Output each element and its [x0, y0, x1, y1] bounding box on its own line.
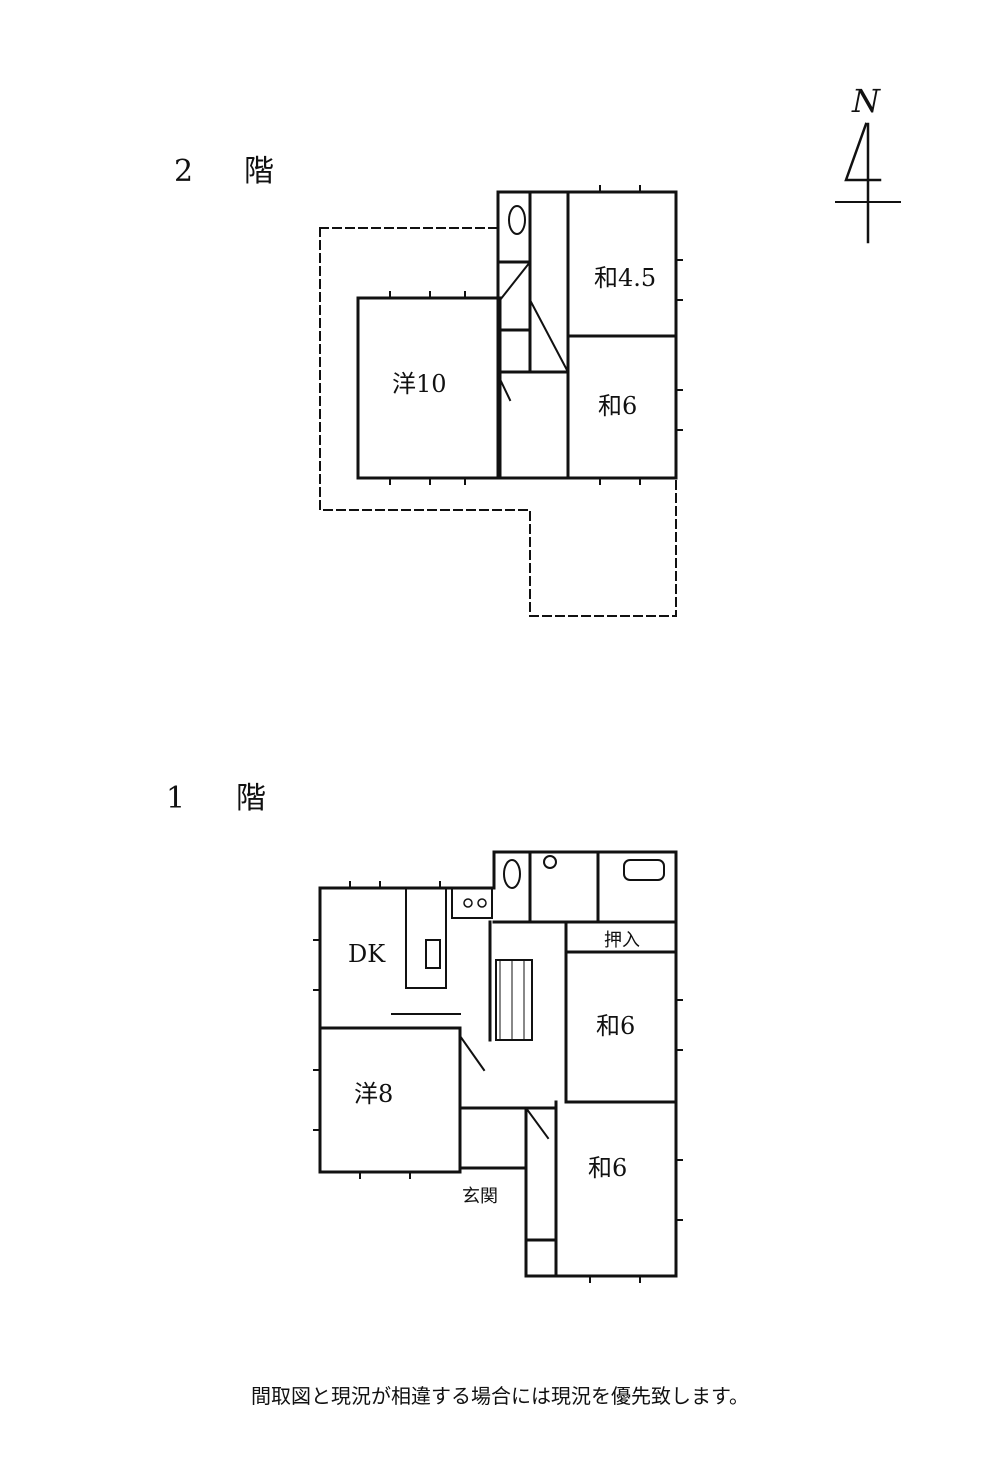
room-label-dk: DK [348, 940, 386, 968]
washbasin-icon [543, 855, 557, 869]
room-label-japanese-6-south: 和6 [588, 1154, 627, 1182]
room-label-japanese-4-5: 和4.5 [594, 264, 656, 292]
stairs [495, 959, 533, 1041]
kitchen-counter [405, 887, 447, 989]
room-label-western-10: 洋10 [392, 370, 447, 398]
toilet-icon [508, 205, 526, 235]
room-label-closet: 押入 [604, 930, 640, 951]
stove-icon [463, 898, 473, 908]
room-label-entrance: 玄関 [462, 1186, 498, 1207]
first-floor-number: 1 [166, 781, 188, 816]
second-floor-number: 2 [174, 154, 196, 189]
toilet-icon-1f [503, 859, 521, 889]
north-label: N [852, 82, 880, 120]
second-floor-plan [319, 185, 683, 617]
room-label-japanese-6-north: 和6 [596, 1012, 635, 1040]
room-label-japanese-6-2f: 和6 [598, 392, 637, 420]
room-label-western-8: 洋8 [354, 1080, 393, 1108]
north-arrow-icon [835, 122, 901, 244]
disclaimer-note: 間取図と現況が相違する場合には現況を優先致します。 [251, 1384, 749, 1408]
second-floor-suffix: 階 [244, 154, 276, 189]
bathtub-icon [623, 859, 665, 881]
first-floor-suffix: 階 [236, 781, 268, 816]
sink-icon [425, 939, 441, 969]
first-floor-plan [313, 850, 683, 1283]
